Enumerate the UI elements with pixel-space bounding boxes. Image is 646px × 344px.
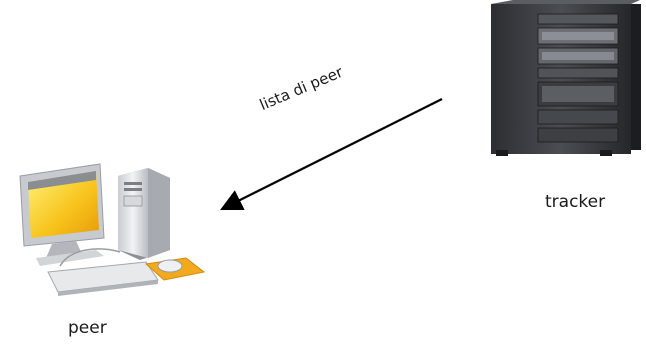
- message-arrow: [224, 99, 442, 208]
- computer-monitor: [20, 164, 104, 266]
- computer-keyboard: [48, 262, 158, 296]
- computer-tower: [118, 168, 170, 260]
- rack-units: [538, 14, 618, 142]
- server-rack-icon: [491, 0, 641, 156]
- desktop-computer-icon: [20, 164, 204, 296]
- peer-label: peer: [68, 318, 107, 338]
- tracker-label: tracker: [545, 192, 605, 212]
